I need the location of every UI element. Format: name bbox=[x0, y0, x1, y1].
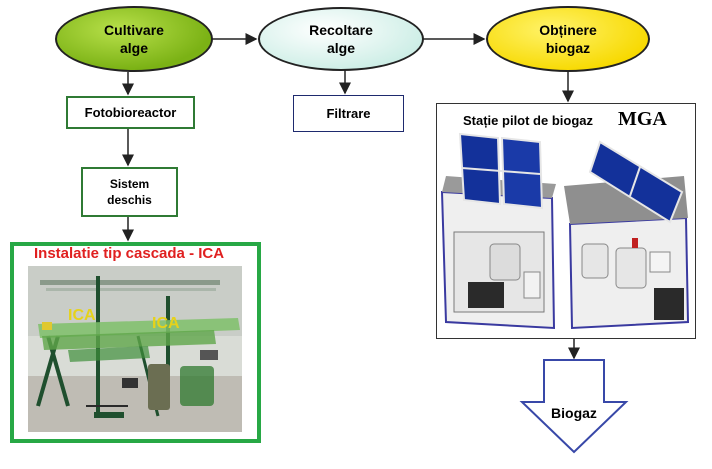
filtrare-box: Filtrare bbox=[293, 95, 404, 132]
station-title: Stație pilot de biogaz bbox=[463, 113, 594, 128]
fotobioreactor-box: Fotobioreactor bbox=[66, 96, 195, 129]
biogas-station-illustration bbox=[440, 132, 690, 330]
cultivare-alge-node: Cultivare alge bbox=[55, 6, 213, 72]
ica-installation-title: Instalatie tip cascada - ICA bbox=[34, 245, 225, 262]
ica-sign-left: ICA bbox=[68, 307, 96, 324]
biogaz-label: Biogaz bbox=[551, 405, 597, 421]
obtinere-biogaz-node: Obținere biogaz bbox=[486, 6, 650, 72]
station-brand: MGA bbox=[618, 108, 667, 130]
biogaz-output-arrow bbox=[519, 359, 629, 454]
ica-sign-right: ICA bbox=[152, 315, 180, 332]
ica-installation-photo: ICA ICA bbox=[28, 266, 242, 432]
recoltare-alge-node: Recoltare alge bbox=[258, 7, 424, 71]
sistem-deschis-box: Sistem deschis bbox=[81, 167, 178, 217]
